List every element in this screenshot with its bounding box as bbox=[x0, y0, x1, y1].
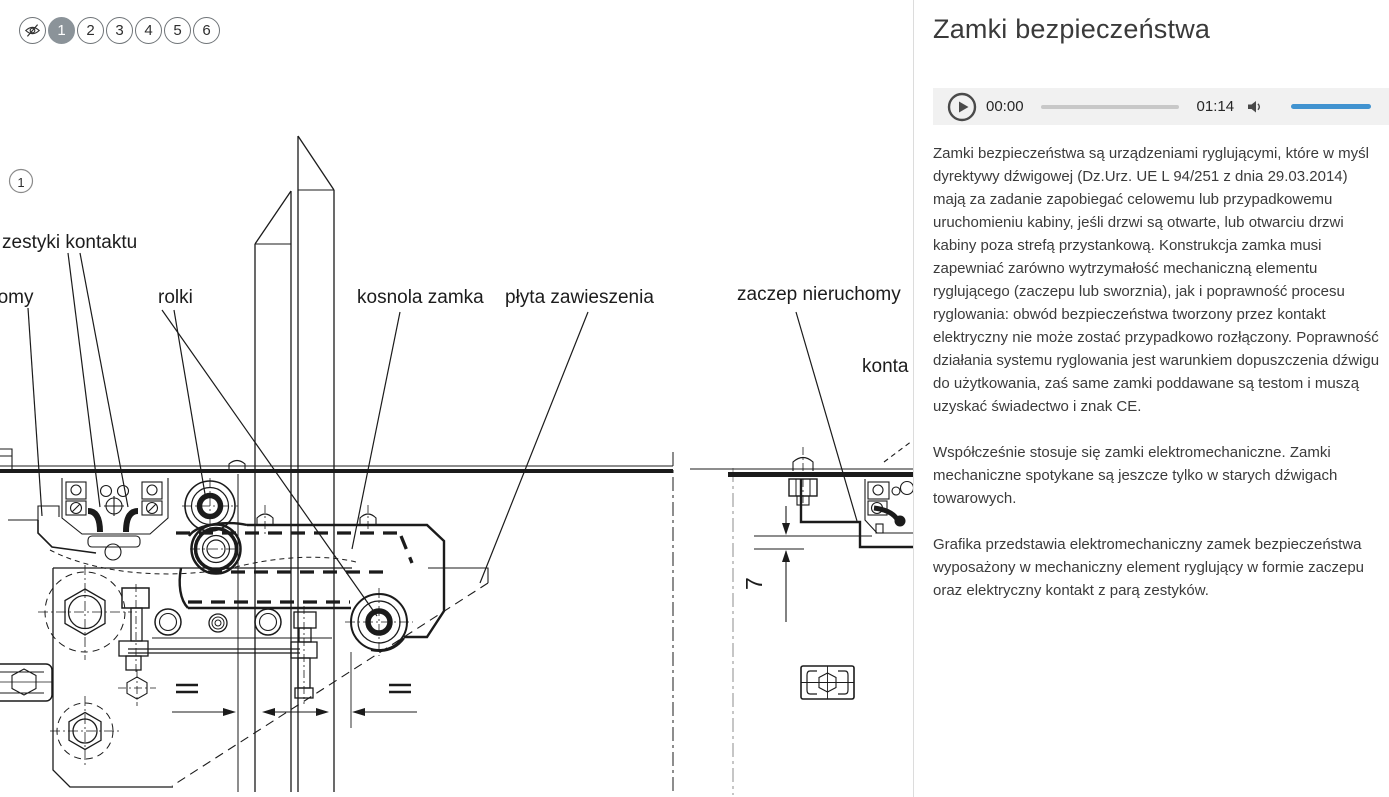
label-zaczep-ruchomy-partial: homy bbox=[0, 287, 34, 308]
dimension-7-label: 7 bbox=[741, 577, 767, 590]
speaker-icon bbox=[1248, 100, 1261, 112]
eye-off-icon bbox=[24, 24, 41, 37]
slide-nav: 1 2 3 4 5 6 bbox=[19, 17, 220, 44]
lock-console-arm bbox=[178, 505, 446, 652]
label-kosnola-zamka: kosnola zamka bbox=[357, 287, 484, 308]
rail-lines bbox=[237, 135, 335, 792]
label-zestyki-kontaktu: zestyki kontaktu bbox=[2, 232, 137, 253]
label-plyta-zawieszenia: płyta zawieszenia bbox=[505, 287, 654, 308]
content-panel: Zamki bezpieczeństwa 00:00 01:14 bbox=[913, 0, 1389, 797]
suspension-plate bbox=[171, 567, 489, 787]
volume-slider[interactable] bbox=[1291, 100, 1372, 114]
volume-fill bbox=[1291, 104, 1372, 109]
figure-badge-number: 1 bbox=[17, 175, 24, 190]
current-time: 00:00 bbox=[986, 98, 1024, 115]
paragraph: Zamki bezpieczeństwa są urządzeniami ryg… bbox=[933, 145, 1380, 415]
audio-player: 00:00 01:14 bbox=[933, 88, 1389, 125]
label-leaders bbox=[27, 252, 858, 617]
duration-time: 01:14 bbox=[1196, 98, 1235, 115]
catch-hidden-edges bbox=[176, 531, 414, 604]
lock-rollers bbox=[182, 478, 413, 656]
label-kontakt-partial: konta bbox=[862, 356, 909, 377]
mounting-plate bbox=[0, 565, 352, 788]
play-button[interactable] bbox=[947, 92, 977, 122]
fixed-catch-section bbox=[690, 440, 913, 700]
nav-step-1[interactable]: 1 bbox=[48, 17, 75, 44]
figure-badge bbox=[8, 168, 34, 194]
seek-track bbox=[1040, 104, 1179, 109]
paragraph: Współcześnie stosuje się zamki elektrome… bbox=[933, 444, 1338, 507]
dimension-marks bbox=[172, 652, 417, 728]
sill-bar-left bbox=[0, 448, 673, 473]
nav-step-3[interactable]: 3 bbox=[106, 17, 133, 44]
mute-button[interactable] bbox=[1248, 100, 1263, 113]
nav-step-2[interactable]: 2 bbox=[77, 17, 104, 44]
seek-bar[interactable] bbox=[1040, 100, 1179, 114]
label-rolki: rolki bbox=[158, 287, 193, 308]
page-title: Zamki bezpieczeństwa bbox=[933, 14, 1211, 44]
paragraph: Grafika przedstawia elektromechaniczny z… bbox=[933, 536, 1365, 599]
nav-step-4[interactable]: 4 bbox=[135, 17, 162, 44]
nav-step-6[interactable]: 6 bbox=[193, 17, 220, 44]
lesson-text: Zamki bezpieczeństwa są urządzeniami ryg… bbox=[933, 142, 1381, 625]
lock-technical-drawing: 1 zestyki kontaktu homy rolki kosnola za… bbox=[0, 135, 913, 795]
play-icon bbox=[947, 92, 977, 121]
hide-figures-button[interactable] bbox=[19, 17, 46, 44]
section-centrelines bbox=[672, 452, 734, 795]
label-zaczep-nieruchomy: zaczep nieruchomy bbox=[737, 284, 901, 305]
nav-step-5[interactable]: 5 bbox=[164, 17, 191, 44]
